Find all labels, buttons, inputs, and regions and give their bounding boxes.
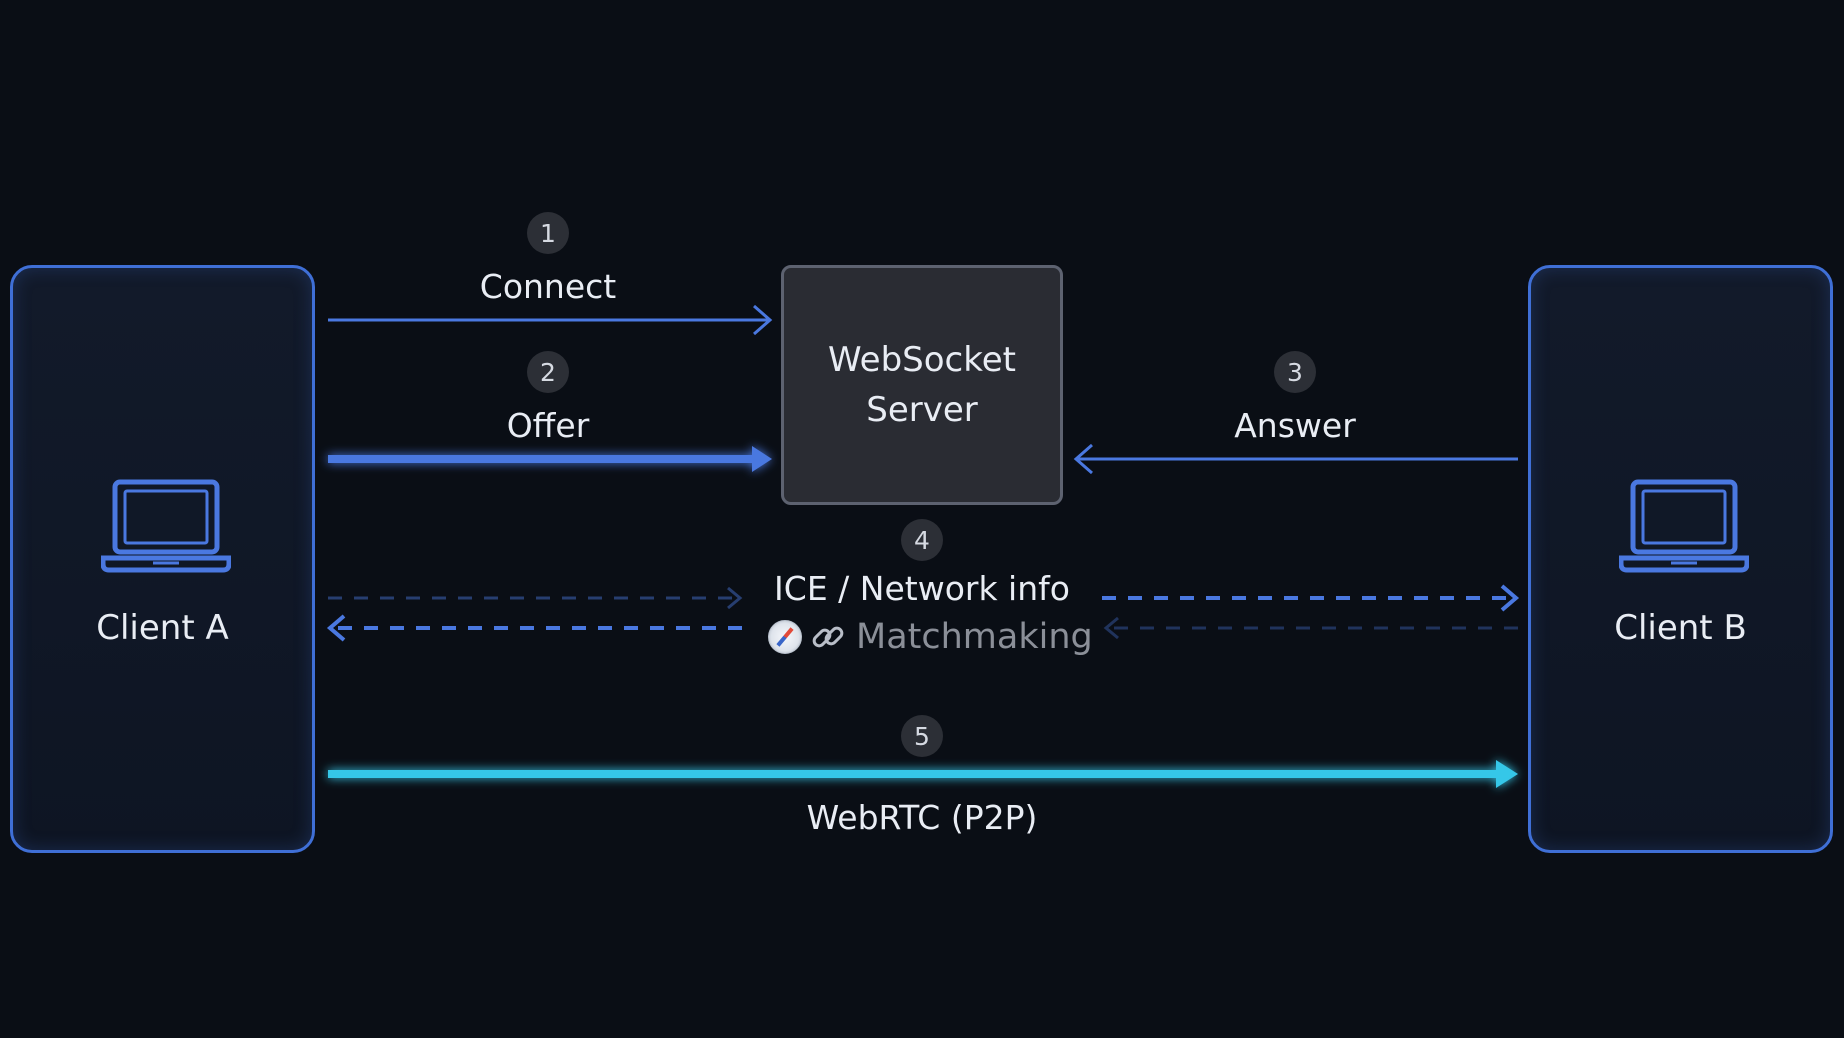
step-4-badge: 4 (901, 519, 943, 561)
ice-arrow-faint-right (1103, 616, 1518, 640)
webrtc-p2p-arrow (328, 760, 1518, 788)
client-a-label: Client A (96, 608, 229, 648)
websocket-server-box: WebSocket Server (781, 265, 1063, 505)
server-label-line1: WebSocket (828, 340, 1016, 380)
connect-arrow (328, 304, 773, 336)
step-5-badge: 5 (901, 715, 943, 757)
client-b-label: Client B (1614, 608, 1747, 648)
matchmaking-caption: Matchmaking (768, 617, 1093, 657)
step-3-label: Answer (1234, 406, 1356, 445)
step-3-badge: 3 (1274, 351, 1316, 393)
compass-icon (768, 620, 802, 654)
ice-arrow-faint-left (328, 586, 743, 610)
step-1-badge: 1 (527, 212, 569, 254)
step-2-label: Offer (506, 406, 590, 445)
client-b-panel: Client B (1528, 265, 1833, 853)
step-2-badge: 2 (527, 351, 569, 393)
step-5-label: WebRTC (P2P) (806, 798, 1038, 837)
laptop-icon (101, 479, 231, 573)
matchmaking-text: Matchmaking (856, 617, 1093, 657)
server-label-line2: Server (866, 390, 978, 430)
ice-arrow-to-client-b (1102, 584, 1520, 612)
link-icon (812, 626, 844, 648)
client-a-panel: Client A (10, 265, 315, 853)
step-1-label: Connect (479, 267, 617, 306)
step-4-label: ICE / Network info (774, 569, 1070, 608)
offer-arrow (328, 446, 772, 472)
ice-arrow-to-client-a (326, 614, 742, 642)
answer-arrow (1073, 443, 1518, 475)
laptop-icon (1619, 479, 1749, 573)
